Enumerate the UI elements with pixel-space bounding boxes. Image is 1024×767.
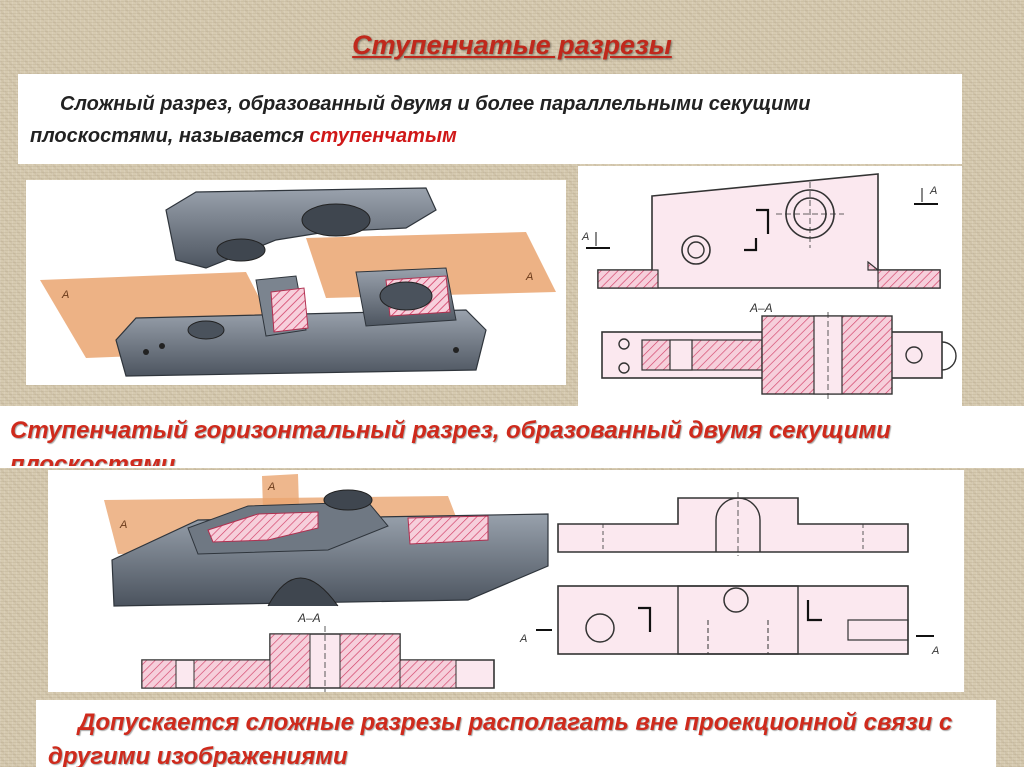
front-view-2	[557, 497, 909, 553]
section-hatch-left	[270, 287, 309, 333]
isometric-bracket-figure: А А	[40, 187, 556, 377]
definition-prefix: Сложный разрез, образованный двумя и бол…	[30, 93, 811, 147]
plane-label-a-right-2: А	[931, 645, 939, 657]
slide-title: Ступенчатые разрезы	[352, 30, 672, 60]
plane-label-a-left-2: А	[519, 633, 527, 645]
figure-1-drawing-panel: А А А–А	[578, 166, 962, 406]
definition-panel	[18, 74, 962, 164]
plane-label-a-left: А	[581, 231, 589, 243]
note-text: Допускается сложные разрезы располагать …	[48, 709, 953, 767]
figure-1-isometric-panel: А А	[26, 180, 566, 385]
plane-label-right: А	[525, 271, 533, 283]
caption-horizontal-section: Ступенчатый горизонтальный разрез, образ…	[10, 417, 891, 466]
caption-1-panel	[0, 406, 1024, 468]
plane-label-side-left: А	[119, 519, 127, 531]
section-label-a-a: А–А	[749, 301, 773, 315]
definition-highlight: ступенчатым	[309, 125, 457, 147]
orthographic-drawing-1: А А А–А	[581, 173, 957, 400]
plane-label-top: А	[267, 481, 275, 493]
plane-label-left: А	[61, 289, 69, 301]
definition-text: Сложный разрез, образованный двумя и бол…	[30, 88, 950, 152]
figure-2-panel: А А А А А А–А	[48, 470, 964, 692]
section-hatch-right-step	[407, 515, 489, 545]
note-panel	[36, 700, 996, 767]
section-hatch-upper	[207, 511, 319, 543]
figure-2-drawings: А А А А А А–А	[104, 474, 939, 692]
section-label-a-a-2: А–А	[297, 611, 321, 625]
plane-label-a-right: А	[929, 185, 937, 197]
